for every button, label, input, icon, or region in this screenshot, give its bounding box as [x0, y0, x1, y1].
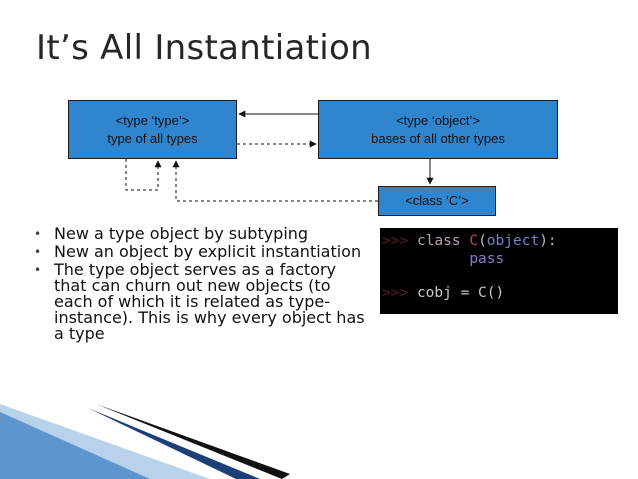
code-keyword-class: class	[416, 233, 461, 249]
code-instantiate-text: cobj = C()	[416, 285, 505, 301]
code-snippet: >>> class C(object): pass >>> cobj = C()	[380, 228, 618, 314]
code-line-class: >>> class C(object):	[380, 232, 618, 250]
node-type-type: <type ‘type’> type of all types	[68, 100, 237, 159]
code-keyword-pass: pass	[469, 251, 505, 267]
bullet-item: • The type object serves as a factory tha…	[34, 262, 372, 342]
code-class-name: C	[469, 233, 479, 249]
code-line-instantiate: >>> cobj = C()	[380, 284, 618, 302]
decor-swoosh-black	[96, 404, 290, 479]
code-paren-open: (	[478, 233, 487, 249]
bullet-text: The type object serves as a factory that…	[54, 260, 365, 343]
bullet-item: • New an object by explicit instantiation	[34, 244, 372, 260]
code-prompt: >>>	[382, 233, 409, 249]
code-prompt: >>>	[382, 285, 409, 301]
bullet-list: • New a type object by subtyping • New an …	[34, 226, 372, 344]
bullet-dot-icon: •	[34, 245, 42, 259]
slide-title: It’s All Instantiation	[36, 28, 372, 68]
decor-swoosh-dark	[88, 408, 260, 479]
bullet-dot-icon: •	[34, 227, 42, 241]
bullet-item: • New a type object by subtyping	[34, 226, 372, 242]
bullet-text: New an object by explicit instantiation	[54, 242, 362, 261]
code-base-object: object	[486, 233, 540, 249]
node-type-object: <type ‘object’> bases of all other types	[318, 100, 558, 159]
code-paren-close: ):	[539, 233, 557, 249]
node-type-object-desc: bases of all other types	[371, 130, 505, 146]
code-line-pass: pass	[380, 250, 618, 268]
decor-swoosh-blue	[0, 412, 150, 479]
edge-class-c-to-type	[172, 160, 378, 202]
node-class-c: <class ‘C’>	[378, 186, 496, 216]
node-type-type-name: <type ‘type’>	[115, 112, 190, 128]
node-type-object-name: <type ‘object’>	[396, 112, 480, 128]
bullet-text: New a type object by subtyping	[54, 224, 309, 243]
bullet-dot-icon: •	[34, 263, 42, 277]
node-type-type-desc: type of all types	[107, 130, 198, 146]
node-class-c-name: <class ‘C’>	[405, 193, 469, 208]
